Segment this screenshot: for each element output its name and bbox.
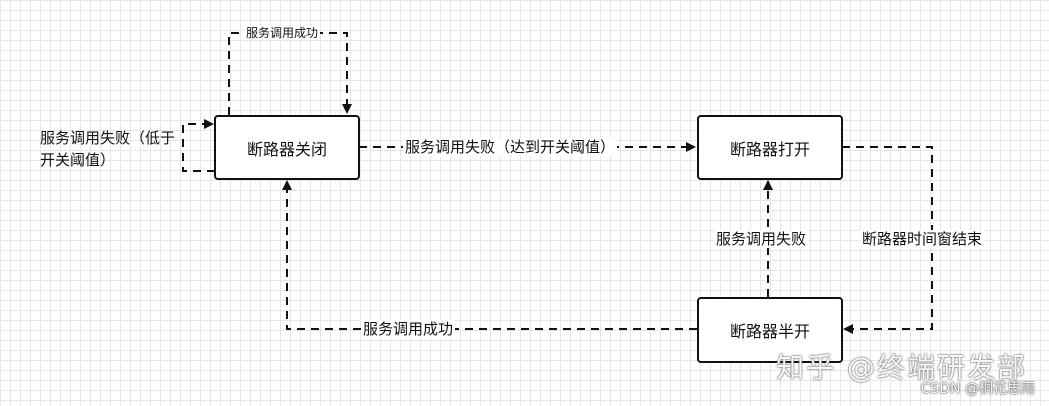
- edge-half-open-to-closed: [282, 180, 697, 330]
- state-node-half-open[interactable]: 断路器半开: [697, 297, 843, 363]
- label-closed-self-success: 服务调用成功: [244, 26, 321, 40]
- state-node-closed[interactable]: 断路器关闭: [214, 115, 360, 180]
- edge-closed-self-failure: [182, 119, 215, 172]
- label-open-to-half-open: 断路器时间窗结束: [860, 230, 985, 248]
- state-node-open[interactable]: 断路器打开: [697, 115, 843, 180]
- watermark-zhihu: 知乎 @终端研发部: [776, 351, 1027, 384]
- label-closed-self-failure: 服务调用失败（低于开关阈值）: [40, 129, 176, 169]
- label-closed-to-open: 服务调用失败（达到开关阈值）: [403, 138, 618, 156]
- edge-closed-self-success: [228, 32, 352, 115]
- edge-open-to-half-open: [842, 146, 933, 334]
- label-half-open-to-open: 服务调用失败: [714, 230, 809, 248]
- watermark-csdn: CSDN @桐花思雨: [920, 381, 1035, 397]
- label-half-open-to-closed: 服务调用成功: [361, 320, 456, 338]
